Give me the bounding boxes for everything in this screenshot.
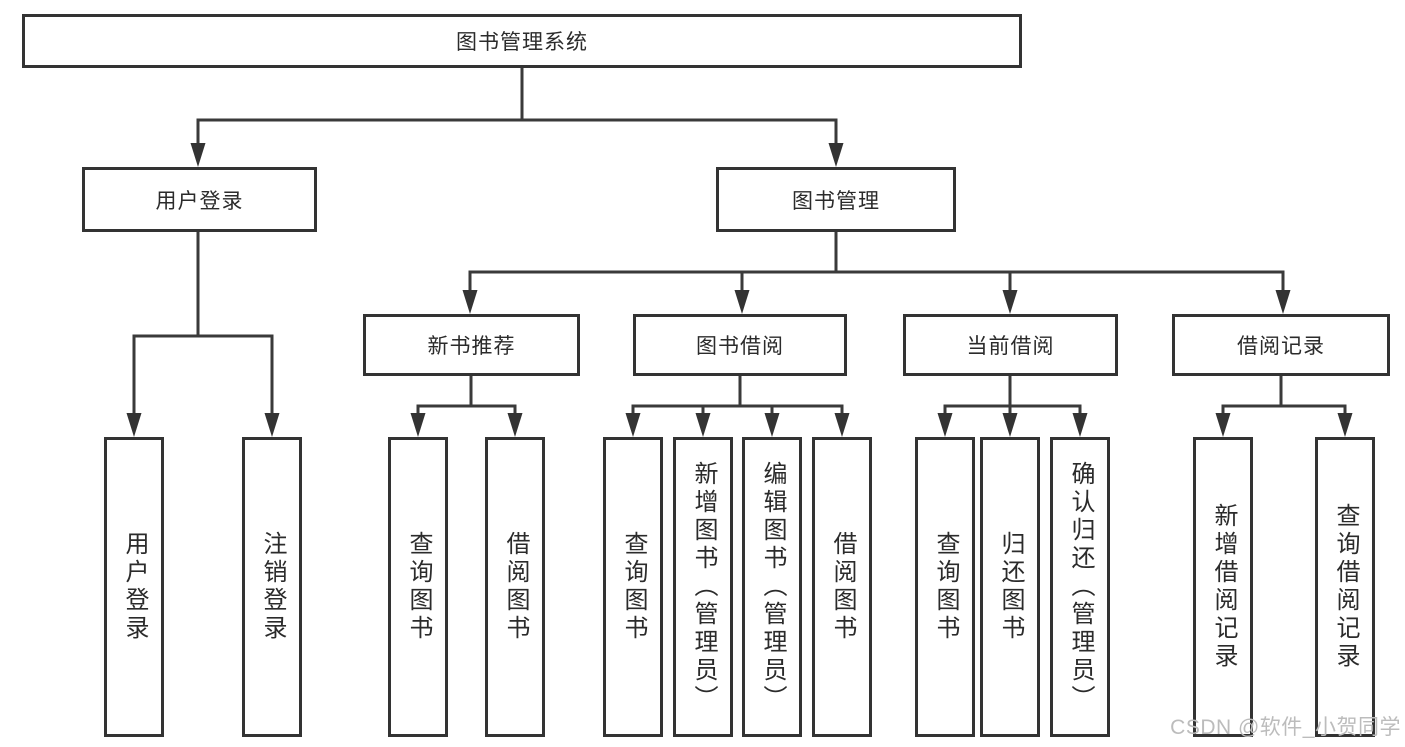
node-label: 用户登录 — [155, 189, 244, 213]
leaf-current-return-books: 归还图书 — [980, 437, 1040, 737]
node-book-borrow: 图书借阅 — [633, 314, 847, 376]
node-label: 新书推荐 — [427, 335, 516, 358]
node-label: 新增图书（管理员） — [690, 461, 717, 713]
leaf-borrow-query-books: 查询图书 — [603, 437, 663, 737]
leaf-recommend-borrow-books: 借阅图书 — [485, 437, 545, 737]
node-label: 图书管理系统 — [456, 31, 588, 54]
node-label: 归还图书 — [997, 531, 1024, 643]
node-label: 当前借阅 — [966, 335, 1055, 358]
node-label: 借阅图书 — [502, 531, 529, 643]
node-label: 借阅图书 — [829, 531, 856, 643]
node-label: 编辑图书（管理员） — [759, 461, 786, 713]
leaf-user-login: 用户登录 — [104, 437, 164, 737]
node-label: 查询图书 — [932, 531, 959, 643]
node-label: 查询借阅记录 — [1332, 503, 1359, 671]
node-label: 图书管理 — [792, 189, 880, 213]
node-user-login: 用户登录 — [82, 167, 317, 232]
node-new-book-recommend: 新书推荐 — [363, 314, 580, 376]
node-label: 查询图书 — [620, 531, 647, 643]
node-label: 借阅记录 — [1237, 335, 1325, 358]
node-book-management: 图书管理 — [716, 167, 956, 232]
node-label: 注销登录 — [259, 531, 286, 643]
node-label: 用户登录 — [121, 531, 148, 643]
node-label: 图书借阅 — [696, 335, 784, 358]
node-label: 确认归还（管理员） — [1067, 461, 1094, 713]
node-current-borrow: 当前借阅 — [903, 314, 1118, 376]
node-borrow-records: 借阅记录 — [1172, 314, 1390, 376]
node-label: 查询图书 — [405, 531, 432, 643]
node-label: 新增借阅记录 — [1210, 503, 1237, 671]
leaf-records-query-record: 查询借阅记录 — [1315, 437, 1375, 737]
node-root: 图书管理系统 — [22, 14, 1022, 68]
leaf-current-query-books: 查询图书 — [915, 437, 975, 737]
leaf-borrow-borrow-books: 借阅图书 — [812, 437, 872, 737]
leaf-records-add-record: 新增借阅记录 — [1193, 437, 1253, 737]
leaf-recommend-query-books: 查询图书 — [388, 437, 448, 737]
leaf-logout: 注销登录 — [242, 437, 302, 737]
leaf-current-confirm-return-admin: 确认归还（管理员） — [1050, 437, 1110, 737]
leaf-borrow-edit-books-admin: 编辑图书（管理员） — [742, 437, 802, 737]
leaf-borrow-add-books-admin: 新增图书（管理员） — [673, 437, 733, 737]
